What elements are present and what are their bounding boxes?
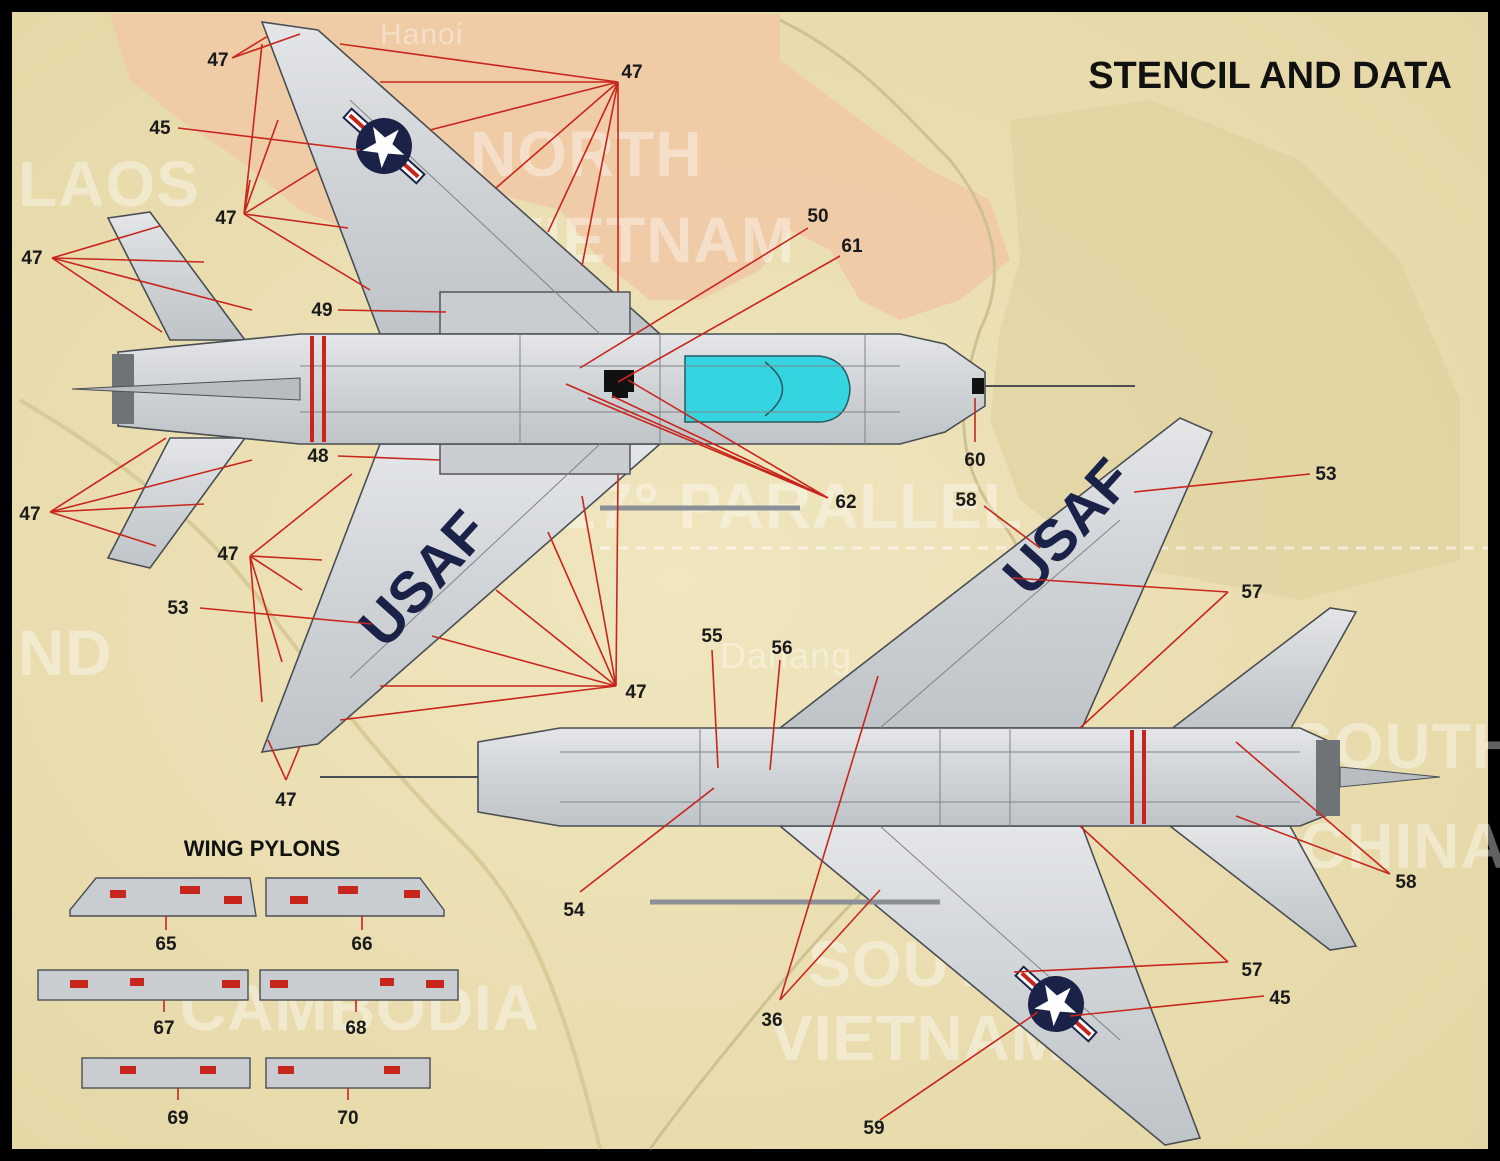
bottom-view-aircraft: USAF — [320, 417, 1441, 1146]
callout-62: 62 — [835, 492, 856, 513]
callout-47: 47 — [217, 544, 238, 565]
leader-line — [339, 43, 619, 292]
leader-line — [337, 309, 447, 313]
callout-58: 58 — [955, 490, 976, 511]
callout-48: 48 — [307, 446, 328, 467]
callout-45: 45 — [1269, 988, 1291, 1009]
callout-50: 50 — [807, 206, 828, 227]
leader-line — [339, 473, 619, 721]
leader-line — [51, 225, 253, 333]
leader-line — [199, 607, 373, 625]
pylon-stencils — [70, 886, 444, 1074]
page-title: STENCIL AND DATA — [1088, 55, 1452, 97]
leader-lines — [49, 33, 1391, 1121]
leader-line — [579, 227, 809, 369]
top-view-tail-cone — [71, 377, 301, 401]
leader-line — [267, 739, 301, 781]
callout-66: 66 — [351, 934, 372, 955]
callout-47: 47 — [621, 62, 642, 83]
top-view-canopy — [684, 355, 851, 423]
leader-line — [565, 379, 829, 499]
callout-36: 36 — [761, 1010, 782, 1031]
top-view-stencil-block-nose — [972, 378, 984, 394]
callout-53: 53 — [167, 598, 188, 619]
callout-numbers: 47 47 45 47 47 49 50 61 60 48 62 47 47 5… — [19, 50, 1416, 1139]
top-view-stencil-block-small — [612, 384, 628, 398]
bottom-view-exhaust — [1316, 740, 1340, 816]
map-label-thailand: ND — [18, 617, 112, 689]
top-view-stabilizer-upper — [106, 211, 247, 341]
callout-65: 65 — [155, 934, 177, 955]
callout-47: 47 — [21, 248, 42, 269]
pylon-68 — [259, 969, 459, 1001]
leader-line — [769, 659, 781, 771]
leader-line — [1013, 825, 1229, 973]
bottom-view-stripe — [1142, 730, 1146, 824]
callout-47: 47 — [207, 50, 228, 71]
map-label-north: NORTH — [470, 118, 703, 190]
leader-line — [579, 787, 715, 893]
leader-line — [983, 505, 1041, 549]
callout-47: 47 — [215, 208, 236, 229]
bottom-view-insignia — [1014, 965, 1098, 1043]
callout-47: 47 — [625, 682, 646, 703]
leader-line — [243, 43, 371, 291]
wing-pylons-section: WING PYLONS 65 66 67 68 69 70 — [37, 836, 459, 1129]
leader-line — [1069, 995, 1265, 1017]
callout-53: 53 — [1315, 464, 1336, 485]
leader-line — [1133, 473, 1311, 493]
callout-54: 54 — [563, 900, 585, 921]
bottom-view-panel-line — [879, 519, 1121, 729]
map-label-hanoi: Hanoi — [380, 18, 463, 51]
callout-55: 55 — [701, 626, 723, 647]
top-view-stripe — [310, 336, 314, 442]
leader-line — [163, 916, 363, 1100]
callout-47: 47 — [275, 790, 296, 811]
leader-line — [711, 649, 719, 769]
map-label-danang: Danang — [720, 635, 852, 676]
pylon-65 — [69, 877, 257, 917]
callout-59: 59 — [863, 1118, 884, 1139]
leader-line — [49, 437, 253, 547]
pylon-69 — [81, 1057, 251, 1089]
leader-line — [779, 675, 881, 1001]
callout-68: 68 — [345, 1018, 366, 1039]
callout-60: 60 — [964, 450, 985, 471]
leader-line — [337, 455, 441, 461]
callout-49: 49 — [311, 300, 332, 321]
callout-69: 69 — [167, 1108, 188, 1129]
leader-line — [1235, 741, 1391, 875]
top-view-insignia — [342, 107, 426, 185]
leader-line — [617, 255, 841, 383]
leader-line — [879, 1011, 1039, 1121]
callout-58: 58 — [1395, 872, 1416, 893]
top-view-panel-line — [349, 443, 601, 679]
bottom-view-fuselage — [477, 727, 1336, 827]
top-view-canopy-frame — [764, 361, 784, 417]
bottom-view-tail-cone — [1339, 766, 1441, 788]
callout-47: 47 — [19, 504, 40, 525]
callout-57: 57 — [1241, 960, 1262, 981]
leader-line — [1011, 577, 1229, 729]
callout-61: 61 — [841, 236, 863, 257]
bottom-view-stripe — [1130, 730, 1134, 824]
leader-line — [231, 33, 301, 59]
pylon-66 — [265, 877, 445, 917]
map-label-china-right: CHINA — [1300, 810, 1500, 882]
callout-57: 57 — [1241, 582, 1262, 603]
callout-70: 70 — [337, 1108, 358, 1129]
coastline — [648, 18, 1034, 1150]
top-view-stripe — [322, 336, 326, 442]
top-view-fairing-lower — [439, 443, 631, 475]
wing-pylons-heading: WING PYLONS — [184, 836, 340, 861]
top-view-fairing-upper — [439, 291, 631, 335]
callout-45: 45 — [149, 118, 171, 139]
callout-56: 56 — [771, 638, 792, 659]
leader-line — [177, 127, 361, 151]
map-label-laos: LAOS — [18, 148, 200, 220]
leader-line — [249, 473, 353, 703]
callout-67: 67 — [153, 1018, 174, 1039]
